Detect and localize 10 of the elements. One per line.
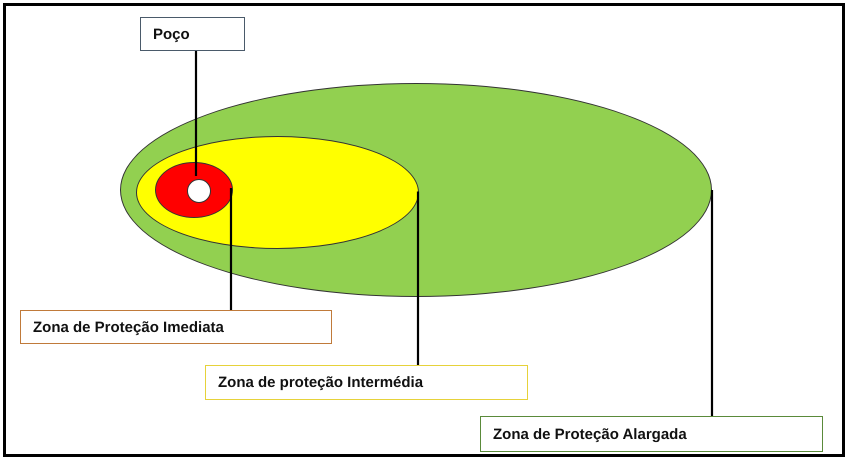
leader-line — [710, 190, 714, 416]
zone-label: Poço — [140, 17, 245, 51]
zone-label: Zona de Proteção Imediata — [20, 310, 332, 344]
well-circle — [187, 179, 211, 203]
leader-line — [416, 192, 420, 365]
leader-line — [194, 51, 198, 176]
inner-zone-ellipse — [155, 162, 233, 218]
zone-label: Zona de proteção Intermédia — [205, 365, 528, 400]
leader-line — [230, 188, 232, 310]
zone-label: Zona de Proteção Alargada — [480, 416, 823, 452]
